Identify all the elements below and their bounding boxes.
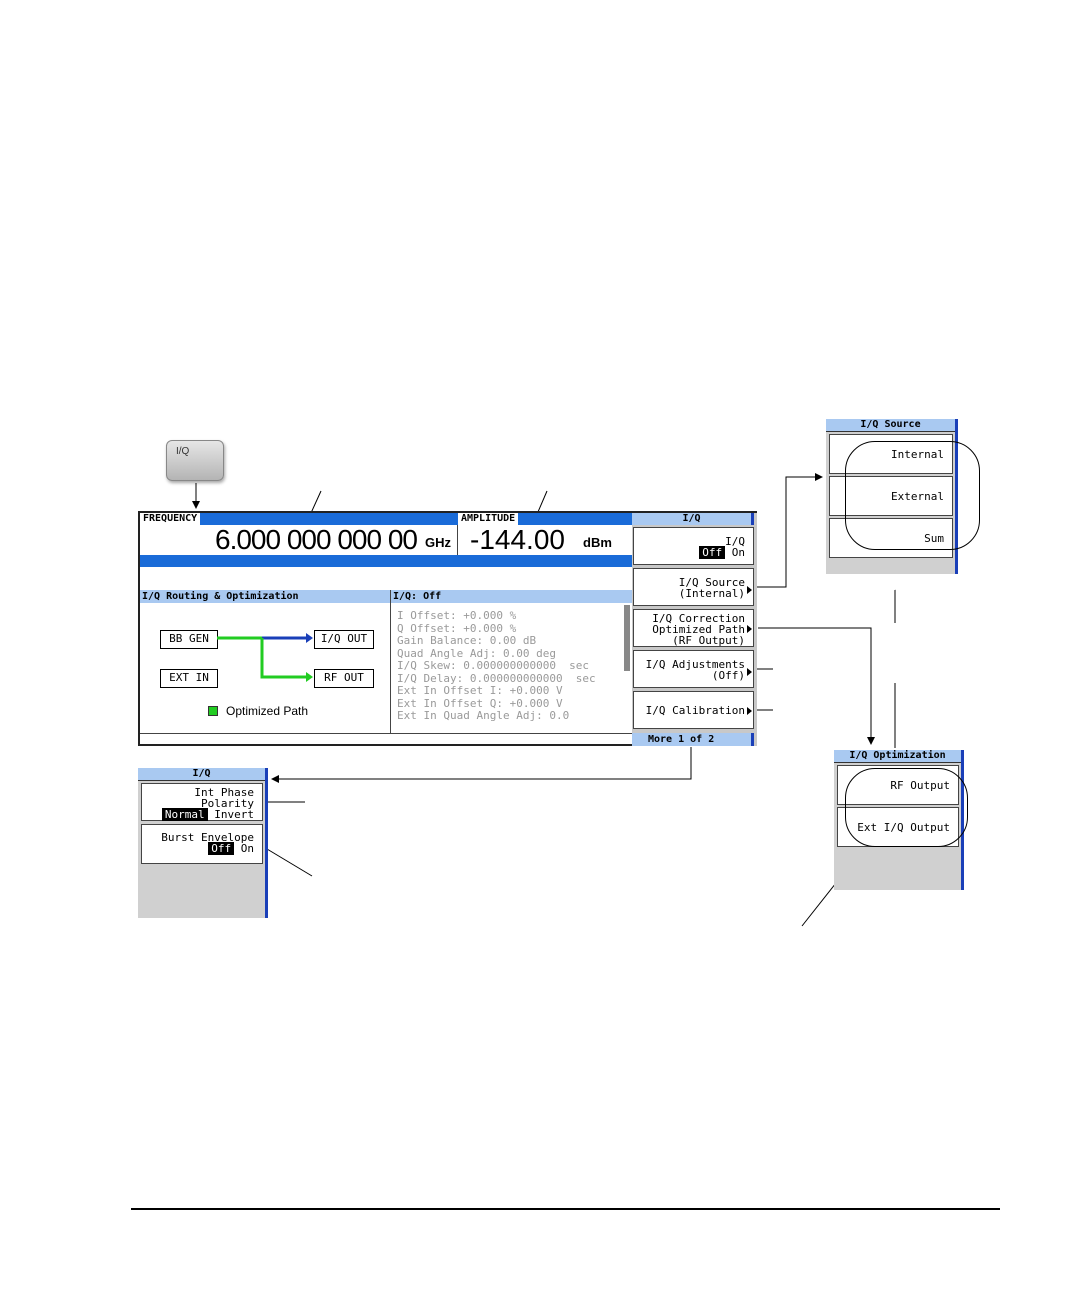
softkey-iq-adjustments-line2: (Off) [711,669,745,682]
burst-envelope-label: Burst Envelope [161,831,254,844]
more-softkey[interactable]: More 1 of 2 [632,733,754,746]
opt-rf-output-label: RF Output [890,779,950,792]
softkey-iq-correction-line3: (RF Output) [672,634,745,647]
frequency-unit: GHz [425,535,451,550]
optimized-path-legend: Optimized Path [226,704,309,718]
param-ext-quad-angle: Ext In Quad Angle Adj: 0.0 [397,709,570,722]
param-q-offset: Q Offset: +0.000 % [397,621,517,635]
iq-source-menu-title: I/Q Source [826,419,955,432]
softkey-iq-calibration-label: I/Q Calibration [645,704,745,717]
softkey-iq-correction-line2: Optimized Path [652,623,745,636]
softkey-iq-source-line1: I/Q Source [678,576,745,589]
submenu-arrow-icon [747,707,752,715]
iq-hardkey-label: I/Q [176,446,190,457]
int-phase-line2: Polarity [201,797,254,810]
softkey-iq-label: I/Q [725,535,745,548]
param-ext-offset-i: Ext In Offset I: +0.000 V [397,684,563,697]
bottom-rule [140,733,632,734]
instrument-screen: FREQUENCY AMPLITUDE 6.000 000 000 00 GHz… [138,511,757,746]
amplitude-label: AMPLITUDE [458,513,519,525]
iq-page2-menu-title: I/Q [138,768,265,781]
source-internal-label: Internal [891,448,944,461]
footer-rule [131,1208,1000,1210]
softkey-iq-adjustments[interactable]: I/Q Adjustments (Off) [633,650,754,688]
param-gain-balance: Gain Balance: 0.00 dB [397,634,537,647]
iq-optimization-menu-title: I/Q Optimization [834,750,961,763]
amplitude-value[interactable]: -144.00 [470,524,565,555]
burst-envelope-softkey[interactable]: Burst Envelope Off On [141,824,263,864]
iq-off-state: Off [699,546,726,559]
source-external-label: External [891,490,944,503]
burst-on-state: On [240,842,254,855]
softkey-iq-correction-line1: I/Q Correction [652,612,745,625]
iq-params-list: I Offset: +0.000 % Q Offset: +0.000 % Ga… [397,609,596,723]
submenu-arrow-icon [747,586,752,594]
softkey-iq-correction[interactable]: I/Q Correction Optimized Path (RF Output… [633,609,754,647]
optimized-path-swatch [208,706,218,716]
iq-status-title: I/Q: Off [393,591,442,602]
int-phase-polarity-softkey[interactable]: Int Phase Polarity Normal Invert [141,783,263,821]
softkey-title: I/Q [632,513,754,525]
param-ext-offset-q: Ext In Offset Q: +0.000 V [397,696,563,710]
iq-hardkey[interactable]: I/Q [166,440,224,481]
softkey-iq-adjustments-line1: I/Q Adjustments [645,658,745,671]
param-quad-angle: Quad Angle Adj: 0.00 deg [397,646,556,660]
bb-gen-block: BB GEN [160,630,218,649]
source-sum-label: Sum [924,532,944,545]
source-external-option[interactable]: External [829,476,953,516]
softkey-panel: I/Q I/Q Off On I/Q Source (Internal) I/Q… [632,513,757,746]
routing-paths [217,633,313,682]
status-band [140,555,632,567]
burst-off-state: Off [208,842,235,855]
rf-out-block: RF OUT [314,669,374,688]
iq-out-block: I/Q OUT [314,630,374,649]
optimization-highlight-oval [845,768,968,847]
iq-page2-menu: I/Q Int Phase Polarity Normal Invert Bur… [138,768,268,918]
iq-status-header [391,590,632,603]
param-i-offset: I Offset: +0.000 % [397,609,517,622]
amplitude-unit: dBm [583,535,612,550]
ext-in-block: EXT IN [160,669,218,688]
int-phase-line1: Int Phase [194,786,254,799]
frequency-label: FREQUENCY [140,513,201,525]
frequency-value[interactable]: 6.000 000 000 00 [215,524,418,555]
phase-normal-state: Normal [161,808,208,821]
source-highlight-oval [845,441,980,550]
softkey-iq-source[interactable]: I/Q Source (Internal) [633,568,754,606]
iq-source-menu: I/Q Source Internal External Sum [826,419,958,574]
routing-title: I/Q Routing & Optimization [142,591,299,602]
phase-invert-state: Invert [214,808,254,821]
softkey-iq-calibration[interactable]: I/Q Calibration [633,691,754,729]
submenu-arrow-icon [747,668,752,676]
opt-ext-iq-output-label: Ext I/Q Output [857,821,950,834]
routing-divider [390,590,391,733]
frequency-amplitude-divider [457,525,458,555]
softkey-iq-source-line2: (Internal) [678,587,745,600]
routing-header [140,590,390,603]
params-scrollbar[interactable] [624,605,630,671]
param-iq-delay: I/Q Delay: 0.000000000000 sec [397,671,596,685]
iq-on-state: On [731,546,745,559]
softkey-iq-toggle[interactable]: I/Q Off On [633,527,754,565]
param-iq-skew: I/Q Skew: 0.000000000000 sec [397,659,590,672]
submenu-arrow-icon [747,625,752,633]
